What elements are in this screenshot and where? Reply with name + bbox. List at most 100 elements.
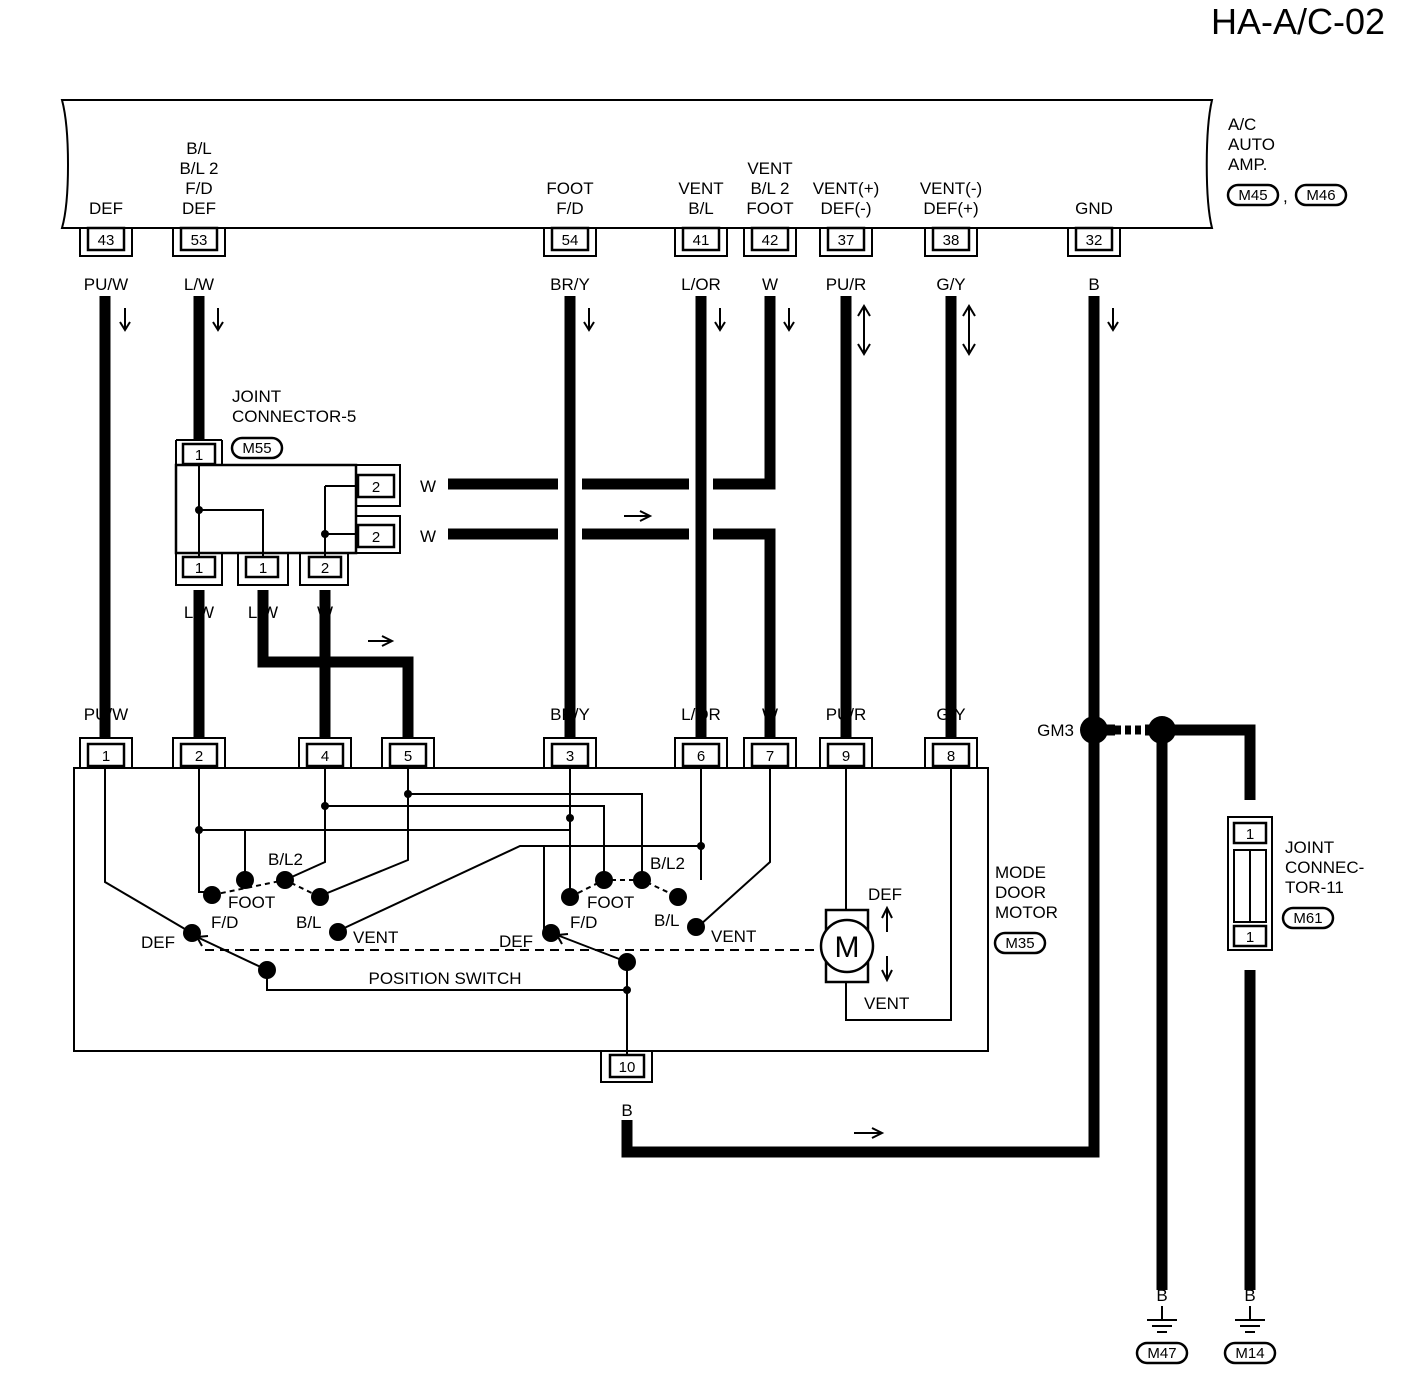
arrow-down-icon [212,308,224,332]
amp-name: A/C AUTO AMP. M45 , M46 [1226,115,1348,207]
wire-color: W [762,705,778,724]
joint5-pin-bottom-1: 1 [195,560,203,577]
ground-m14: B M14 [1223,1286,1277,1365]
joint11-wire-bottom: B [1244,973,1255,992]
wire-w-joint-7 [448,528,776,738]
joint11-name-line-1: JOINT [1285,838,1334,857]
pin-number: 2 [195,748,203,765]
wire-color: L/W [184,275,214,294]
terminal-label: FOOT [746,199,793,218]
amp-terminal-32: GND 32 B [1074,199,1114,294]
gm3-label: GM3 [1037,721,1074,740]
joint5-pin-top: 1 [195,447,203,464]
arrow-right-icon [624,510,653,522]
arrow-down-icon [714,308,726,332]
terminal-label: F/D [185,179,212,198]
label-bl: B/L [654,911,680,930]
wire-color: B [1088,275,1099,294]
pin-number: 4 [321,748,329,765]
ground-connector: M14 [1235,1345,1264,1362]
wire-b-joint11 [1100,724,1256,800]
pin-box [681,226,721,252]
joint5-wire-bottom-1: L/W [184,603,214,622]
amp-terminal-43: DEF 43 PU/W [84,199,128,294]
wire-color: W [762,275,778,294]
arrow-down-icon [881,956,893,983]
joint11-pin-top: 1 [1246,826,1254,843]
motor-name-line-1: MODE [995,863,1046,882]
amp-terminal-53: B/L B/L 2 F/D DEF 53 L/W [179,139,218,294]
joint5-connector: M55 [242,440,271,457]
label-bl: B/L [296,913,322,932]
joint5-name-line-1: JOINT [232,387,281,406]
ground-connector: M47 [1147,1345,1176,1362]
pin-number: 6 [697,748,705,765]
motor-connector-badge [993,931,1047,955]
pin-number: 43 [98,232,115,249]
motor-pin-stubs [79,737,978,768]
joint11-pin-bottom: 1 [1246,929,1254,946]
gm3-splice: GM3 [1037,716,1176,744]
ground-wire: B [1156,1286,1167,1305]
arrow-down-icon [783,308,795,332]
amp-name-line-1: A/C [1228,115,1256,134]
label-foot: FOOT [228,893,275,912]
amp-terminal-37: VENT(+) DEF(-) 37 PU/R [813,179,880,294]
terminal-label: GND [1075,199,1113,218]
pin-box [750,226,790,252]
terminal-label: DEF(-) [821,199,872,218]
joint5-wire-bottom-3: W [317,603,333,622]
label-foot: FOOT [587,893,634,912]
pin-box [86,226,126,252]
arrow-right-icon [854,1127,885,1139]
arrow-down-icon [1107,308,1119,332]
label-vent: VENT [353,928,398,947]
terminal-label: FOOT [546,179,593,198]
joint11-connector: M61 [1293,910,1322,927]
wire-color: L/OR [681,275,721,294]
joint5-pin-right-1: 2 [372,479,380,496]
position-switch-left: B/L2 FOOT F/D B/L VENT DEF [141,850,398,979]
terminal-label: VENT [678,179,723,198]
wire-color: PU/W [84,705,128,724]
terminal-label: VENT [747,159,792,178]
motor-connector: M35 [1005,935,1034,952]
label-bl2: B/L2 [268,850,303,869]
joint5-wire-bottom-2: L/W [248,603,278,622]
amp-terminal-42: VENT B/L 2 FOOT 42 W [746,159,793,294]
terminal-label: B/L [688,199,714,218]
terminal-label: DEF [182,199,216,218]
pin-number: 42 [762,232,779,249]
ground-icon [1235,1306,1265,1333]
position-switch-label: POSITION SWITCH [369,969,522,988]
joint5-name-line-2: CONNECTOR-5 [232,407,356,426]
pin-number: 7 [766,748,774,765]
joint11-name-line-2: CONNEC- [1285,858,1364,877]
joint5-pin-right-2: 2 [372,529,380,546]
wire-l-w-cross [257,590,414,738]
terminal-label: F/D [556,199,583,218]
arrow-down-icon [119,308,131,332]
terminal-label: DEF(+) [923,199,978,218]
arrow-right-icon [368,635,395,647]
amp-box [60,99,1214,229]
amp-name-line-2: AUTO [1228,135,1275,154]
joint5-pin-bottom-3: 2 [321,560,329,577]
terminal-label: VENT(+) [813,179,880,198]
terminal-label: VENT(-) [920,179,982,198]
label-fd: F/D [570,913,597,932]
motor-name-line-2: DOOR [995,883,1046,902]
label-def-direction: DEF [868,885,902,904]
amp-terminal-54: FOOT F/D 54 BR/Y [546,179,593,294]
label-def: DEF [499,932,533,951]
terminal-label: DEF [89,199,123,218]
pin-box [826,226,866,252]
joint5-pin-bottom-2: 1 [259,560,267,577]
terminal-label: B/L [186,139,212,158]
pin-number: 53 [191,232,208,249]
position-switch-right: B/L2 FOOT F/D B/L VENT DEF [499,854,756,971]
amp-connector-1: M45 [1238,187,1267,204]
pin-number: 9 [842,748,850,765]
motor-name-line-3: MOTOR [995,903,1058,922]
motor-body [73,767,989,1052]
